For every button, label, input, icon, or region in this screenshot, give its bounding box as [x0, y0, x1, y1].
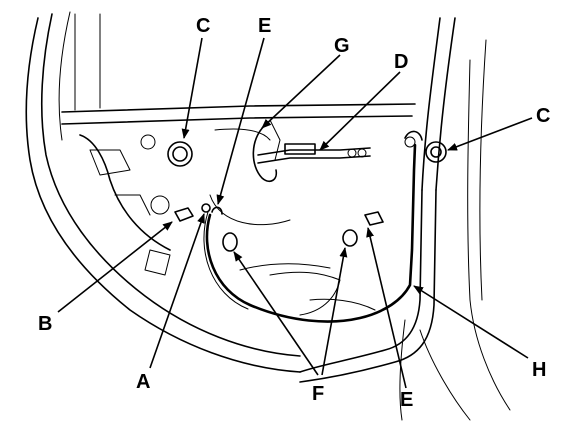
inner-panel	[79, 128, 376, 316]
latch-g	[252, 119, 281, 182]
callout-c-left: C	[196, 15, 210, 37]
leader-e-top	[216, 37, 265, 205]
leader-f-right	[321, 247, 348, 376]
cable-assembly-d	[257, 143, 371, 164]
leader-g	[261, 54, 341, 129]
wire-harness	[203, 130, 423, 323]
callout-e-bottom: E	[400, 389, 413, 411]
leader-c-left	[181, 37, 203, 139]
clip-e-top	[211, 206, 223, 215]
connector-a	[201, 203, 211, 213]
clip-f-right	[342, 229, 358, 247]
callout-d: D	[394, 51, 408, 73]
callout-labels: C E G D C B A F E H	[38, 15, 550, 411]
leader-h	[413, 285, 529, 359]
clip-c-left	[140, 134, 193, 167]
leader-c-right	[447, 117, 533, 151]
connector-e-bottom	[364, 211, 384, 226]
leader-d	[319, 71, 401, 151]
callout-c-right: C	[536, 105, 550, 127]
callout-a: A	[136, 371, 150, 393]
leader-lines	[57, 37, 533, 389]
leader-a	[149, 213, 205, 369]
door-outline	[25, 11, 511, 421]
connector-b	[150, 195, 194, 222]
callout-e-top: E	[258, 15, 271, 37]
leader-b	[57, 221, 173, 313]
clip-c-right	[404, 136, 447, 163]
callout-h: H	[532, 359, 546, 381]
leader-e-bottom	[366, 227, 407, 389]
callout-b: B	[38, 313, 52, 335]
callout-f: F	[312, 383, 324, 405]
clip-f-left	[222, 232, 238, 252]
leader-f-left	[233, 251, 319, 376]
callout-g: G	[334, 35, 350, 57]
